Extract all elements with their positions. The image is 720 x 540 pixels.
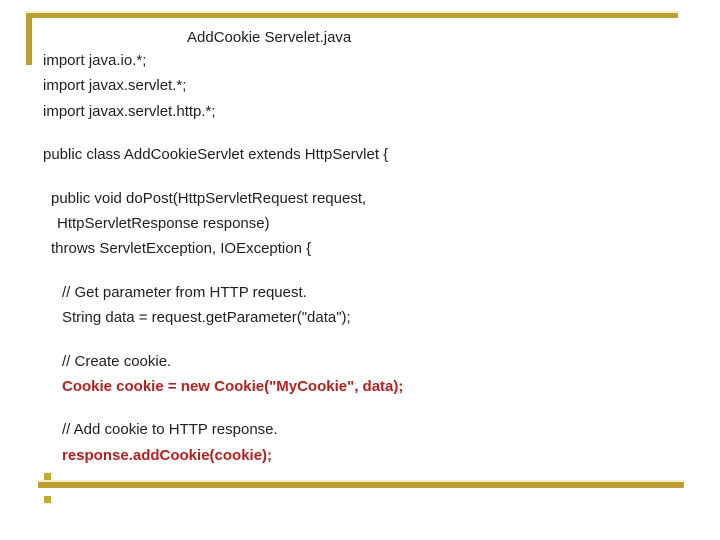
code-line-import-servlet: import javax.servlet.*; [43,77,187,95]
blank-line [0,331,720,349]
left-border-bar [26,13,32,65]
blank-line [0,262,720,280]
code-line-new-cookie-highlighted: Cookie cookie = new Cookie("MyCookie", d… [62,377,404,395]
code-comment-create-cookie: // Create cookie. [62,352,172,370]
code-line-import-http: import javax.servlet.http.*; [43,102,216,120]
blank-line [0,168,720,186]
top-accent-thin-line [26,11,678,13]
code-block: import java.io.*; import javax.servlet.*… [0,48,720,468]
code-line-throws: throws ServletException, IOException { [51,240,312,258]
bottom-divider-line [38,482,684,488]
code-line-class-decl: public class AddCookieServlet extends Ht… [43,146,389,164]
slide-title: AddCookie Servelet.java [187,29,352,46]
code-line-addcookie-highlighted: response.addCookie(cookie); [62,446,273,464]
bullet-square-icon [44,473,51,480]
blank-line [0,124,720,142]
code-line-response-param: HttpServletResponse response) [57,214,270,232]
code-line-string-data: String data = request.getParameter("data… [62,309,351,327]
code-line-import-io: import java.io.*; [43,52,147,69]
code-comment-add-cookie: // Add cookie to HTTP response. [62,421,278,439]
bottom-accent-thin-line [38,480,684,482]
blank-line [0,399,720,417]
top-border-line [26,13,678,18]
code-line-dopost: public void doPost(HttpServletRequest re… [51,189,367,207]
code-comment-get-param: // Get parameter from HTTP request. [62,283,307,301]
bullet-square-icon [44,496,51,503]
